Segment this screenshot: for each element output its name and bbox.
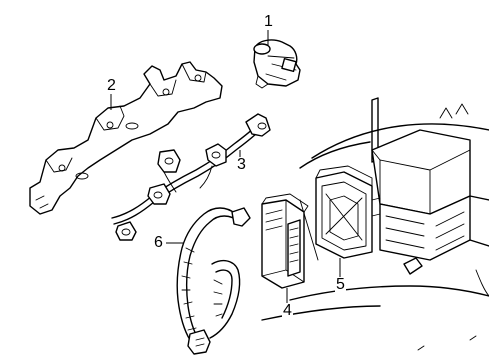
module-bracket	[315, 165, 381, 259]
callout-6: 6	[153, 234, 164, 251]
engine-compartment	[261, 97, 489, 351]
callout-3: 3	[236, 156, 247, 173]
wiring-harness	[176, 207, 251, 355]
callout-4: 4	[282, 302, 293, 319]
callout-5: 5	[335, 276, 346, 293]
callout-2: 2	[106, 77, 117, 94]
engine-control-module	[261, 193, 309, 289]
callout-1: 1	[263, 13, 274, 30]
coil-bracket	[29, 61, 223, 215]
spark-plug-wire-harness	[111, 113, 271, 241]
ignition-coil	[253, 39, 301, 89]
